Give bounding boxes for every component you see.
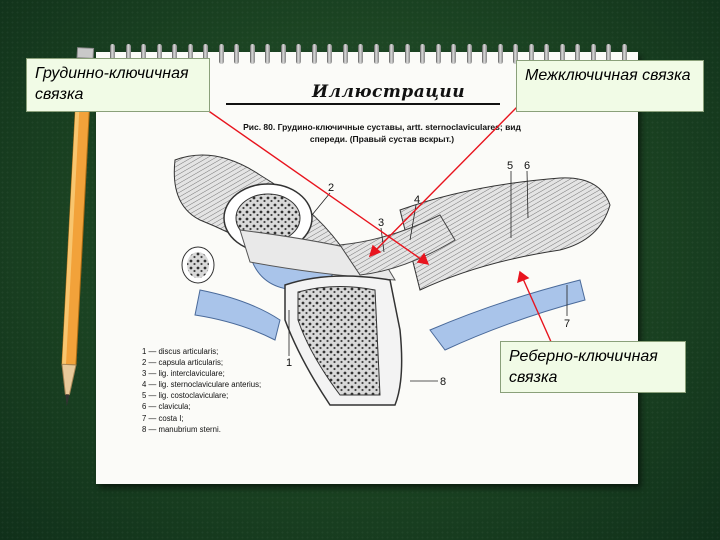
binding-ring <box>575 44 580 64</box>
binding-ring <box>234 44 239 64</box>
binding-ring <box>528 44 534 64</box>
binding-ring <box>606 44 611 64</box>
legend-item: 4 — lig. sternoclaviculare anterius; <box>142 380 262 390</box>
binding-ring <box>544 44 549 64</box>
label-8: 8 <box>440 376 446 388</box>
binding-ring <box>559 44 565 64</box>
binding-ring <box>497 44 503 64</box>
binding-ring <box>590 44 596 64</box>
binding-ring <box>404 44 410 64</box>
binding-ring <box>420 44 425 64</box>
binding-ring <box>187 44 193 64</box>
binding-ring <box>203 44 208 64</box>
callout-sternoclavicular: Грудинно-ключичная связка <box>26 58 210 112</box>
figure-caption: Рис. 80. Грудино-ключичные суставы, artt… <box>243 122 521 144</box>
binding-ring <box>110 44 115 64</box>
legend: 1 — discus articularis; 2 — capsula arti… <box>142 346 292 435</box>
binding-ring <box>482 44 487 64</box>
label-3: 3 <box>378 217 384 229</box>
label-6: 6 <box>524 160 530 172</box>
label-1: 1 <box>286 357 292 369</box>
binding-ring <box>358 44 363 64</box>
legend-item: 5 — lig. costoclaviculare; <box>142 391 229 401</box>
legend-item: 2 — capsula articularis; <box>142 358 224 368</box>
callout-interclavicular: Межключичная связка <box>516 60 704 112</box>
binding-ring <box>218 44 224 64</box>
legend-item: 6 — clavicula; <box>142 402 191 412</box>
legend-item: 1 — discus articularis; <box>142 347 219 356</box>
label-4: 4 <box>414 194 420 206</box>
binding-ring <box>451 44 456 64</box>
binding-ring <box>342 44 348 64</box>
binding-ring <box>327 44 332 64</box>
header-title: Иллюстрации <box>312 82 466 102</box>
binding-ring <box>125 44 131 64</box>
spiral-binding <box>96 44 638 72</box>
binding-ring <box>466 44 472 64</box>
binding-ring <box>621 44 627 64</box>
binding-ring <box>513 44 518 64</box>
binding-ring <box>373 44 379 64</box>
binding-ring <box>435 44 441 64</box>
legend-item: 7 — costa I; <box>142 413 184 423</box>
binding-ring <box>280 44 286 64</box>
binding-ring <box>265 44 270 64</box>
label-5: 5 <box>507 160 513 172</box>
legend-item: 3 — lig. interclaviculare; <box>142 369 225 379</box>
legend-item: 8 — manubrium sterni. <box>142 424 221 434</box>
binding-ring <box>141 44 146 64</box>
label-2: 2 <box>328 182 334 194</box>
binding-ring <box>296 44 301 64</box>
header-underline <box>226 103 500 105</box>
binding-ring <box>249 44 255 64</box>
binding-ring <box>311 44 317 64</box>
label-7: 7 <box>564 318 570 330</box>
binding-ring <box>156 44 162 64</box>
binding-ring <box>172 44 177 64</box>
callout-costoclavicular: Реберно-ключичная связка <box>500 341 686 393</box>
binding-ring <box>389 44 394 64</box>
